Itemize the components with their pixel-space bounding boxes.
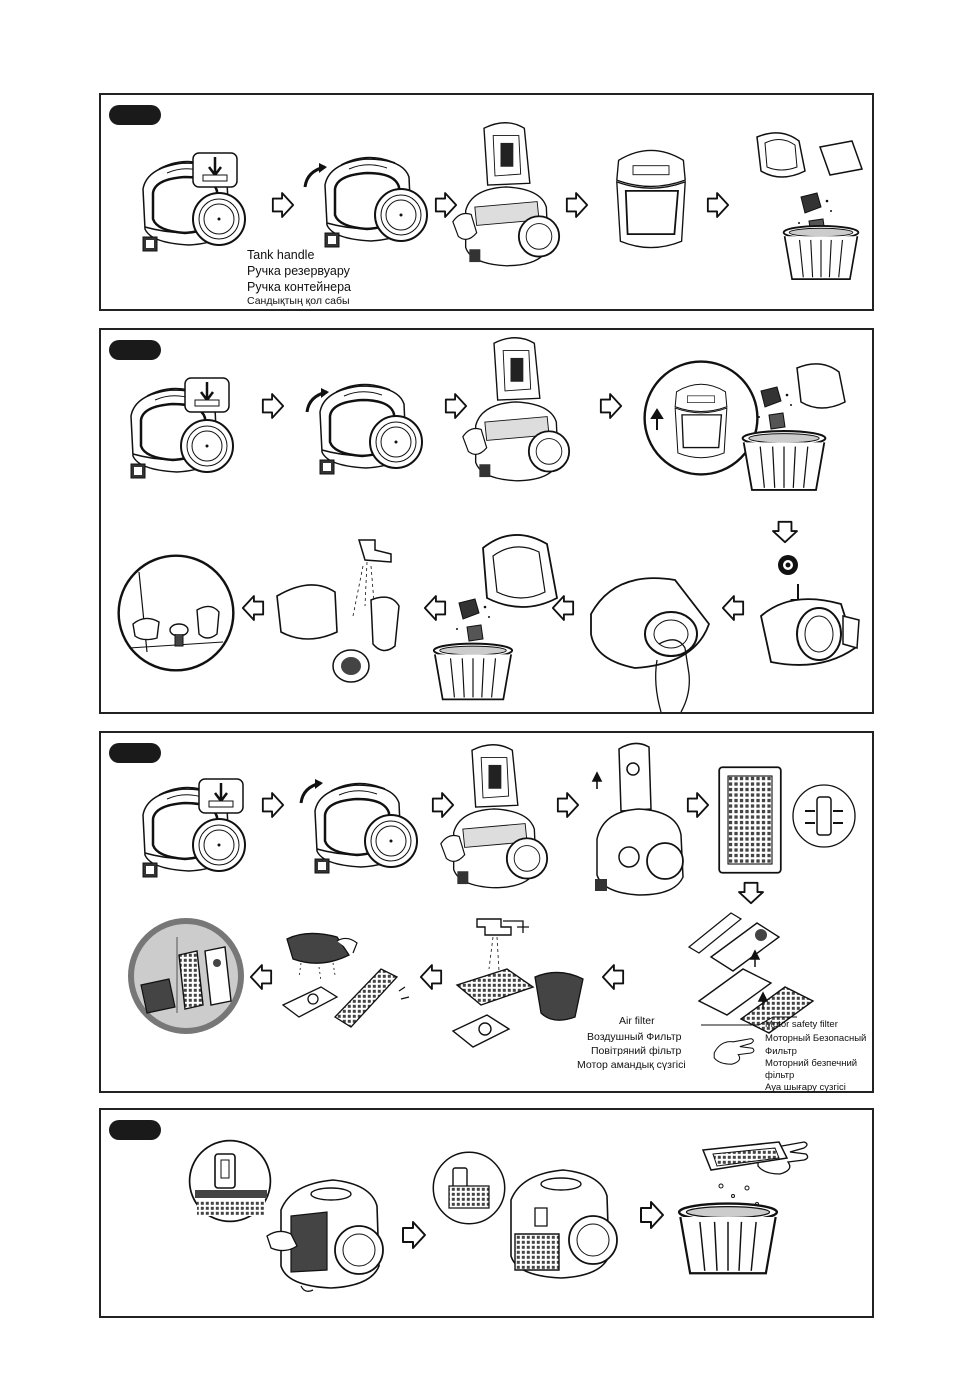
arrow-right-icon bbox=[261, 392, 285, 420]
zoom-inset-press-icon bbox=[191, 151, 239, 189]
caption-line: Air filter bbox=[619, 1015, 655, 1028]
arrow-right-icon bbox=[261, 791, 285, 819]
caption-line: Ручка резервуару bbox=[247, 263, 350, 279]
caption-line: Ауа шығару сүзгісі bbox=[765, 1082, 846, 1094]
step-number-badge bbox=[109, 743, 161, 763]
arrow-right-icon bbox=[706, 191, 730, 219]
step-panel-3: Air filter Воздушный Фильтр Повітряний ф… bbox=[99, 731, 874, 1093]
reassembly-detail-illustration bbox=[123, 562, 229, 662]
vacuum-filter-removed-illustration bbox=[501, 1160, 631, 1284]
tank-lid-illustration bbox=[816, 139, 866, 179]
arrow-right-icon bbox=[686, 791, 710, 819]
zoom-inset-press-icon bbox=[183, 376, 231, 414]
caption-line: Tank handle bbox=[247, 247, 314, 263]
caption-line: Воздушный Фильтр bbox=[587, 1031, 682, 1044]
trash-bin-illustration bbox=[429, 642, 517, 702]
tank-unit-illustration bbox=[751, 586, 863, 676]
vacuum-open-illustration bbox=[461, 332, 571, 492]
arrow-down-icon bbox=[771, 520, 799, 544]
dust-tank-illustration bbox=[667, 376, 735, 466]
arrow-left-icon bbox=[419, 963, 443, 991]
eye-icon bbox=[777, 554, 799, 576]
exhaust-filter-illustration bbox=[697, 1140, 791, 1176]
caption-line: Сандықтың қол сабы bbox=[247, 295, 350, 308]
rotate-arrow-icon bbox=[295, 779, 325, 809]
step-panel-1: Tank handle Ручка резервуару Ручка конте… bbox=[99, 93, 874, 311]
caption-line: Повітряний фільтр bbox=[591, 1045, 681, 1058]
arrow-left-icon bbox=[601, 963, 625, 991]
arrow-right-icon bbox=[401, 1220, 427, 1250]
zoom-inset-press-icon bbox=[197, 777, 245, 815]
arrow-left-icon bbox=[249, 963, 273, 991]
tank-cover-illustration bbox=[751, 127, 811, 187]
step-panel-4 bbox=[99, 1108, 874, 1318]
caption-line: Моторний безпечний bbox=[765, 1058, 857, 1070]
vacuum-filter-access-illustration bbox=[589, 739, 689, 899]
tank-cover-illustration bbox=[791, 358, 851, 418]
arrow-right-icon bbox=[599, 392, 623, 420]
caption-line: фільтр bbox=[765, 1070, 794, 1082]
vacuum-open-illustration bbox=[451, 117, 561, 277]
caption-line: Мотор амандық сүзгісі bbox=[577, 1059, 686, 1072]
wringing-filters-illustration bbox=[277, 929, 417, 1039]
vacuum-lifting-illustration bbox=[311, 143, 431, 253]
dry-filters-illustration bbox=[133, 933, 237, 1023]
step-panel-2 bbox=[99, 328, 874, 714]
caption-line: Ручка контейнера bbox=[247, 279, 351, 295]
caption-line: Моторный Безопасный bbox=[765, 1033, 866, 1045]
vacuum-lifting-illustration bbox=[306, 370, 426, 480]
rotate-arrow-icon bbox=[299, 163, 329, 193]
rinsing-filters-illustration bbox=[447, 913, 593, 1063]
trash-bin-illustration bbox=[673, 1202, 783, 1276]
step-number-badge bbox=[109, 105, 161, 125]
arrow-right-icon bbox=[556, 791, 580, 819]
exhaust-filter-latch-detail bbox=[195, 1146, 267, 1218]
caption-line: Motor safety filter bbox=[765, 1019, 838, 1031]
arrow-down-icon bbox=[737, 881, 765, 905]
exhaust-filter-lift-detail bbox=[441, 1162, 497, 1214]
cyclone-removal-illustration bbox=[585, 564, 715, 714]
washing-parts-illustration bbox=[271, 536, 411, 686]
vacuum-open-illustration bbox=[439, 739, 549, 899]
filter-frame-illustration bbox=[717, 765, 783, 875]
vacuum-exhaust-illustration bbox=[261, 1170, 391, 1294]
arrow-left-icon bbox=[241, 594, 265, 622]
arrow-left-icon bbox=[721, 594, 745, 622]
filter-clip-detail-illustration bbox=[799, 791, 849, 841]
trash-bin-illustration bbox=[779, 225, 863, 281]
step-number-badge bbox=[109, 1120, 161, 1140]
arrow-right-icon bbox=[271, 191, 295, 219]
lift-arrow-icon bbox=[651, 410, 663, 430]
caption-line: Фильтр bbox=[765, 1046, 797, 1058]
dust-tank-illustration bbox=[606, 139, 696, 259]
arrow-right-icon bbox=[639, 1200, 665, 1230]
step-number-badge bbox=[109, 340, 161, 360]
arrow-right-icon bbox=[565, 191, 589, 219]
trash-bin-illustration bbox=[737, 430, 831, 492]
arrow-left-icon bbox=[423, 594, 447, 622]
rotate-arrow-icon bbox=[301, 388, 331, 418]
